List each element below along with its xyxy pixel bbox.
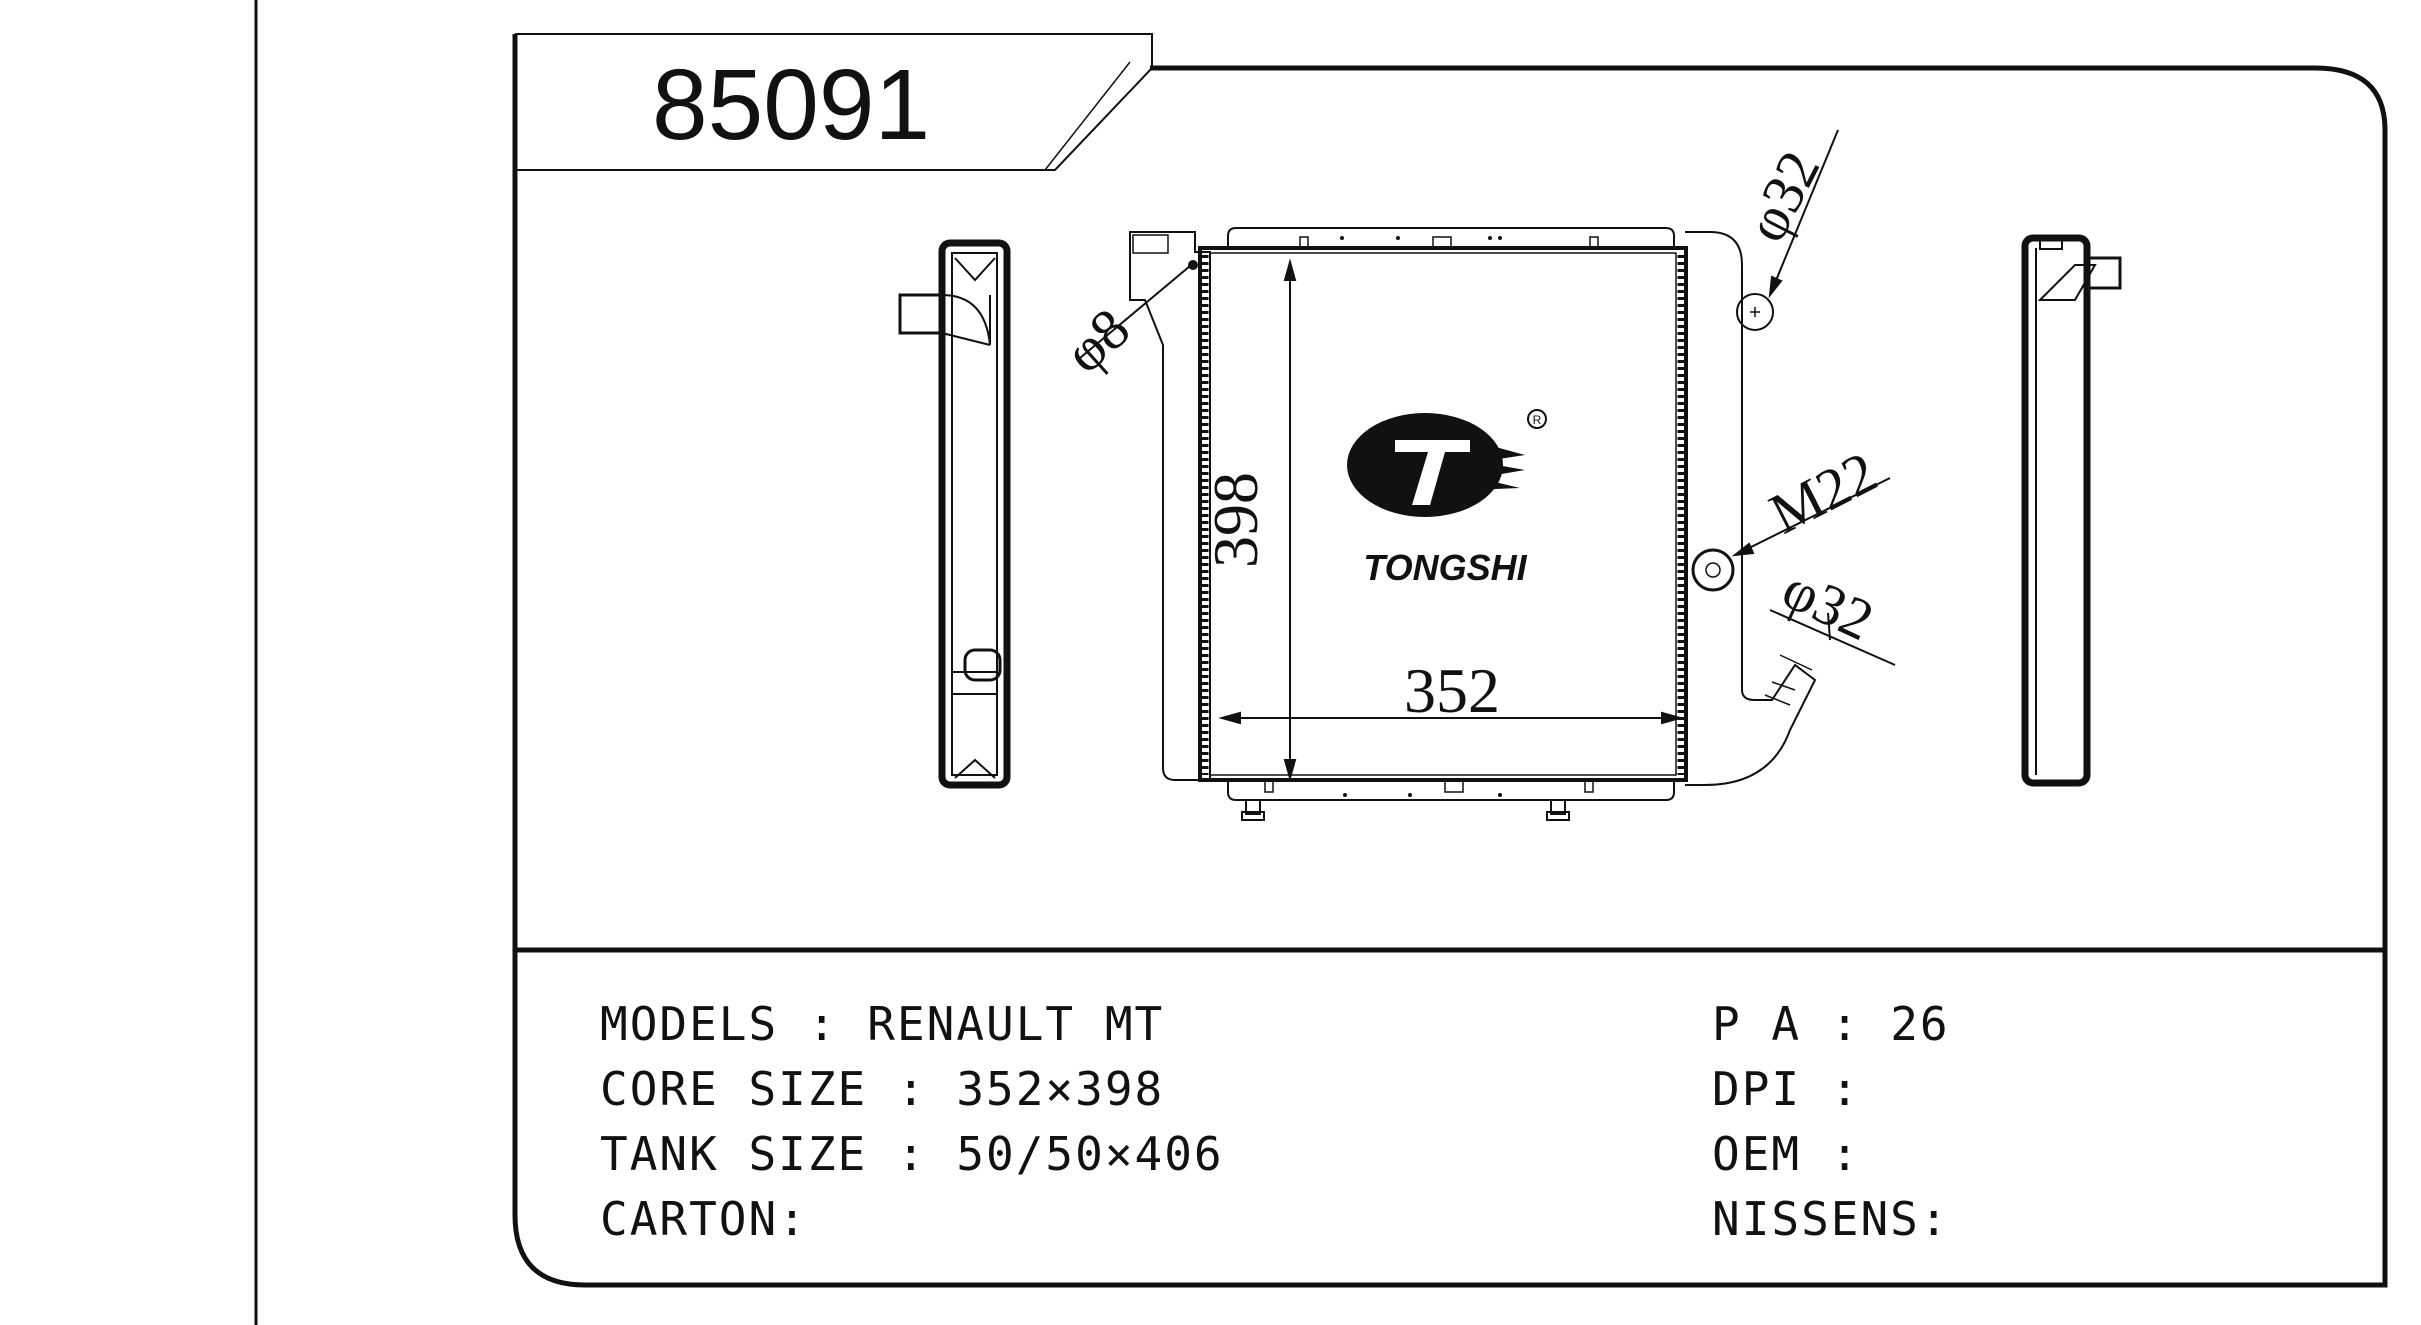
pa-value: 26	[1890, 997, 1950, 1051]
dpi-label: DPI	[1712, 1062, 1802, 1116]
oem-row: OEM :	[1712, 1127, 1861, 1181]
models-label: MODELS	[600, 997, 779, 1051]
radiator-front-view	[1129, 227, 1817, 821]
oem-label: OEM	[1712, 1127, 1802, 1181]
dpi-row: DPI :	[1712, 1062, 1861, 1116]
title-tab	[515, 33, 1153, 171]
registered-mark: R	[1533, 413, 1542, 427]
core-size-label: CORE SIZE	[600, 1062, 868, 1116]
carton-label: CARTON:	[600, 1192, 808, 1246]
tank-size-label: TANK SIZE	[600, 1127, 868, 1181]
pa-label: P A	[1712, 997, 1802, 1051]
core-size-value: 352×398	[956, 1062, 1165, 1116]
outlet-pipe-dimension: φ32	[1773, 556, 1883, 654]
tank-size-row: TANK SIZE : 50/50×406	[600, 1127, 1224, 1181]
part-number: 85091	[652, 49, 931, 161]
models-value: RENAULT MT	[867, 997, 1165, 1051]
core-height-dimension: 398	[1200, 472, 1271, 568]
bleed-hole-dimension: φ8	[1052, 295, 1142, 385]
inlet-pipe-dimension: φ32	[1733, 141, 1832, 252]
tongshi-logo: R TONGSHI	[1347, 409, 1547, 588]
carton-row: CARTON:	[600, 1192, 808, 1246]
right-side-view	[2021, 234, 2122, 787]
dimension-lines	[1079, 129, 1896, 782]
core-size-row: CORE SIZE : 352×398	[600, 1062, 1165, 1116]
drain-thread-dimension: M22	[1760, 439, 1887, 547]
models-row: MODELS : RENAULT MT	[600, 997, 1165, 1051]
core-width-dimension: 352	[1404, 655, 1500, 726]
tank-size-value: 50/50×406	[956, 1127, 1224, 1181]
left-side-view	[898, 239, 1011, 789]
pa-row: P A : 26	[1712, 997, 1950, 1051]
nissens-label: NISSENS:	[1712, 1192, 1950, 1246]
brand-name: TONGSHI	[1363, 547, 1527, 588]
title-tab-bevel	[1044, 61, 1131, 171]
nissens-row: NISSENS:	[1712, 1192, 1950, 1246]
drawing-frame	[512, 34, 2388, 1288]
